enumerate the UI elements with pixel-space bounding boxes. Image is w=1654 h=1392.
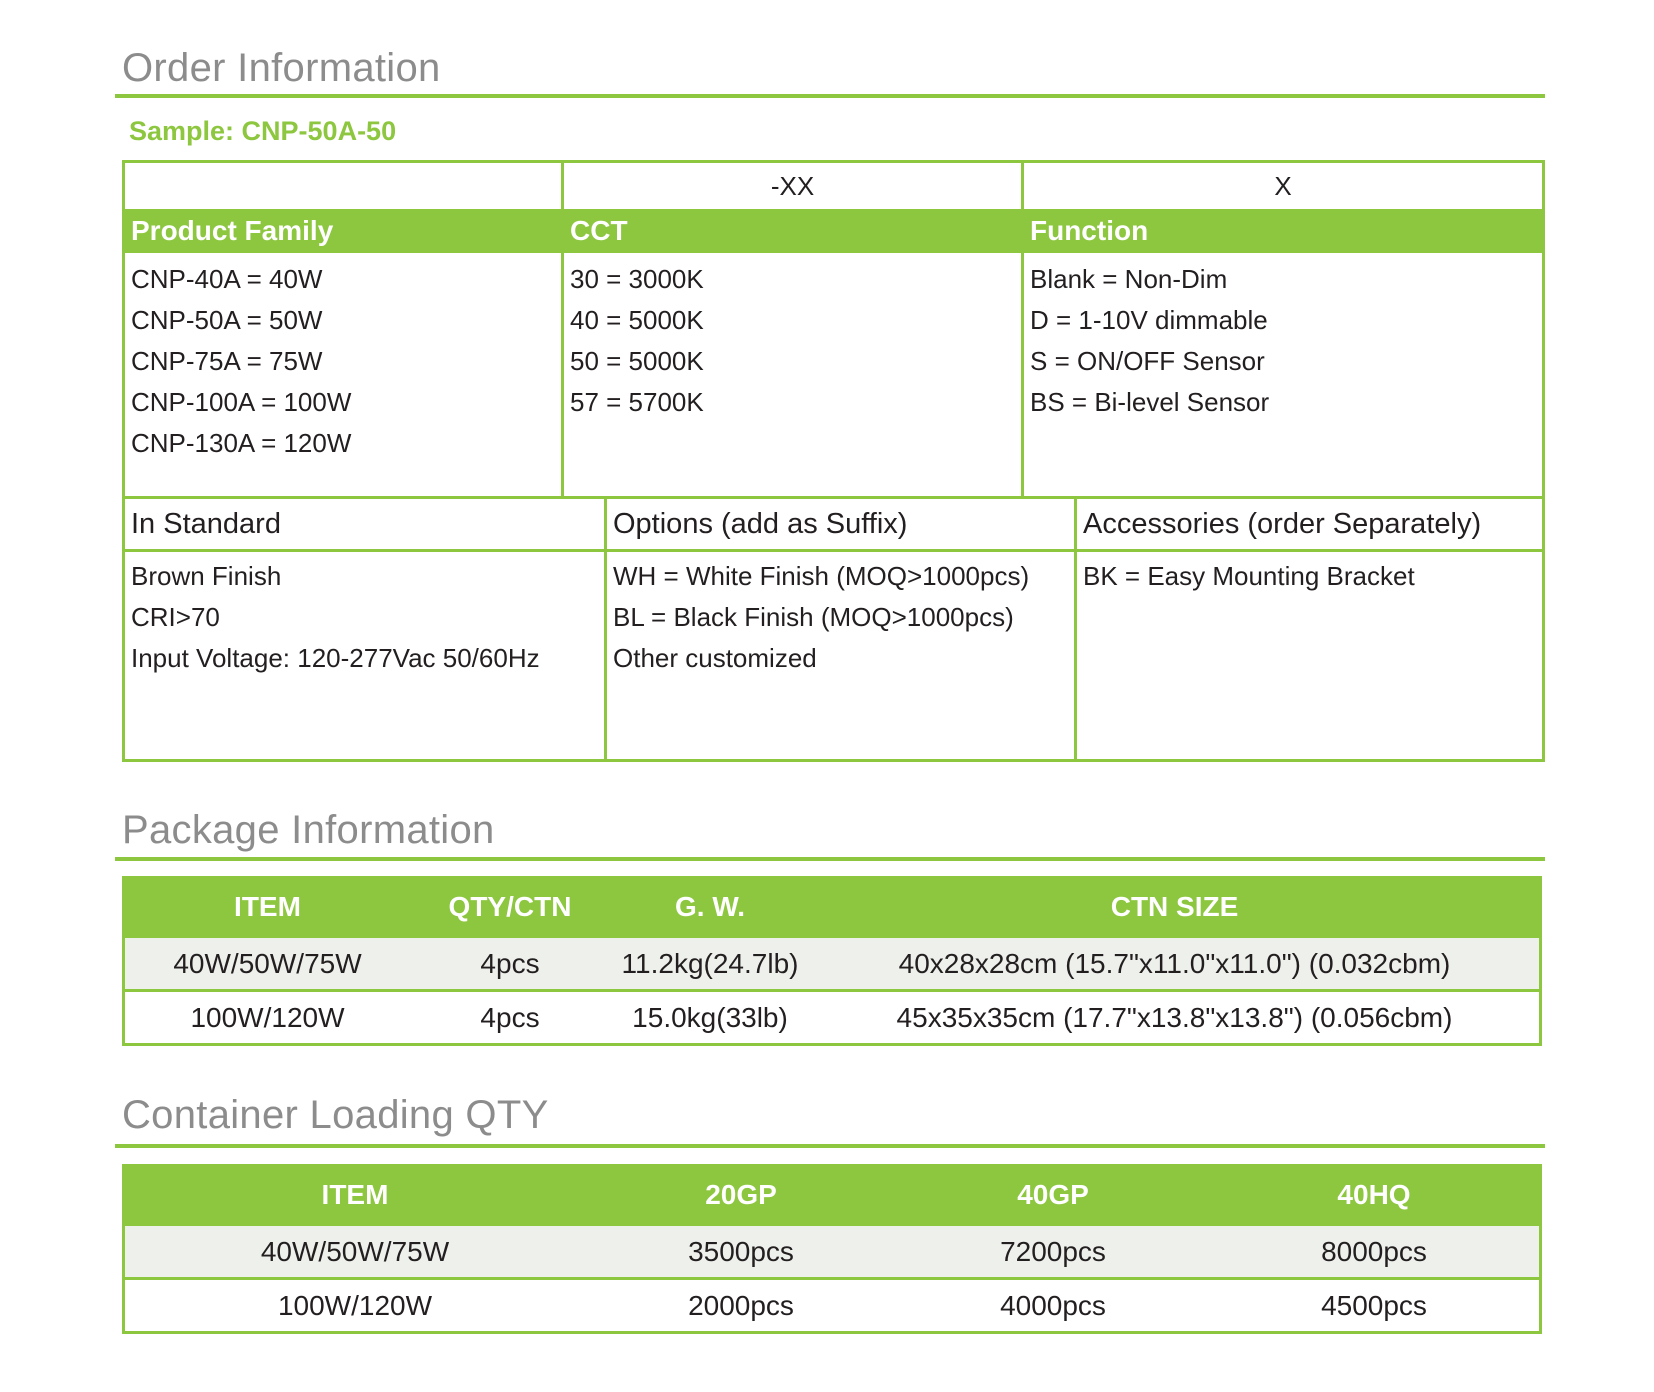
list-item: BL = Black Finish (MOQ>1000pcs) bbox=[613, 602, 1014, 632]
table-cell: 4000pcs bbox=[1000, 1289, 1106, 1321]
list-item: CRI>70 bbox=[131, 602, 220, 632]
divider-family-cct bbox=[561, 163, 564, 499]
table-cell: 8000pcs bbox=[1321, 1235, 1427, 1267]
product-family-list: CNP-40A = 40W CNP-50A = 50W CNP-75A = 75… bbox=[131, 259, 351, 464]
order-information-title: Order Information bbox=[122, 46, 441, 90]
container-header-20gp: 20GP bbox=[705, 1179, 777, 1210]
container-table: ITEM 20GP 40GP 40HQ 40W/50W/75W 3500pcs … bbox=[122, 1164, 1542, 1334]
table-row: 40W/50W/75W 4pcs 11.2kg(24.7lb) 40x28x28… bbox=[125, 935, 1539, 989]
package-header-ctn-size: CTN SIZE bbox=[1110, 891, 1239, 922]
cct-list: 30 = 3000K 40 = 5000K 50 = 5000K 57 = 57… bbox=[570, 259, 704, 423]
sample-code: Sample: CNP-50A-50 bbox=[129, 116, 397, 146]
table-cell: 45x35x35cm (17.7"x13.8"x13.8") (0.056cbm… bbox=[896, 1001, 1453, 1033]
container-header-40hq: 40HQ bbox=[1337, 1179, 1411, 1210]
package-title-rule bbox=[115, 857, 1545, 861]
table-cell: 40W/50W/75W bbox=[260, 1235, 450, 1267]
container-title-rule bbox=[115, 1144, 1545, 1148]
table-cell: 3500pcs bbox=[688, 1235, 794, 1267]
list-item: BK = Easy Mounting Bracket bbox=[1083, 561, 1415, 591]
container-header-40gp: 40GP bbox=[1017, 1179, 1089, 1210]
table-cell: 100W/120W bbox=[277, 1289, 433, 1321]
accessories-list: BK = Easy Mounting Bracket bbox=[1083, 556, 1415, 597]
order-title-rule bbox=[115, 94, 1545, 98]
package-table: ITEM QTY/CTN G. W. CTN SIZE 40W/50W/75W … bbox=[122, 876, 1542, 1046]
code-cell-function: X bbox=[1274, 170, 1292, 201]
code-cell-cct: -XX bbox=[770, 170, 815, 201]
table-cell: 40W/50W/75W bbox=[173, 947, 362, 979]
function-list: Blank = Non-Dim D = 1-10V dimmable S = O… bbox=[1030, 259, 1269, 423]
order-subhead-divider bbox=[125, 549, 1542, 552]
list-item: CNP-50A = 50W bbox=[131, 305, 323, 335]
package-header-gw: G. W. bbox=[675, 891, 745, 922]
product-family-heading: Product Family bbox=[131, 215, 334, 246]
table-row: 100W/120W 4pcs 15.0kg(33lb) 45x35x35cm (… bbox=[125, 989, 1539, 1043]
list-item: 40 = 5000K bbox=[570, 305, 704, 335]
list-item: CNP-40A = 40W bbox=[131, 264, 323, 294]
table-row: 100W/120W 2000pcs 4000pcs 4500pcs bbox=[125, 1277, 1539, 1331]
list-item: CNP-130A = 120W bbox=[131, 428, 352, 458]
order-table: -XX X Product Family CCT Function CNP-40… bbox=[122, 160, 1545, 762]
package-header-qty: QTY/CTN bbox=[448, 891, 572, 922]
list-item: WH = White Finish (MOQ>1000pcs) bbox=[613, 561, 1030, 591]
table-cell: 15.0kg(33lb) bbox=[632, 1001, 788, 1033]
table-row: 40W/50W/75W 3500pcs 7200pcs 8000pcs bbox=[125, 1223, 1539, 1277]
list-item: 57 = 5700K bbox=[570, 387, 704, 417]
order-mid-divider bbox=[125, 496, 1542, 499]
table-cell: 4pcs bbox=[480, 1001, 540, 1033]
list-item: D = 1-10V dimmable bbox=[1030, 305, 1268, 335]
cct-heading: CCT bbox=[570, 215, 628, 246]
package-header-item: ITEM bbox=[234, 891, 301, 922]
container-loading-title: Container Loading QTY bbox=[122, 1093, 549, 1137]
list-item: Brown Finish bbox=[131, 561, 282, 591]
options-list: WH = White Finish (MOQ>1000pcs) BL = Bla… bbox=[613, 556, 1029, 679]
list-item: Blank = Non-Dim bbox=[1030, 264, 1228, 294]
accessories-heading: Accessories (order Separately) bbox=[1083, 507, 1482, 540]
list-item: CNP-75A = 75W bbox=[131, 346, 323, 376]
package-table-header: ITEM QTY/CTN G. W. CTN SIZE bbox=[125, 879, 1539, 935]
container-header-item: ITEM bbox=[321, 1179, 389, 1210]
table-cell: 40x28x28cm (15.7"x11.0"x11.0") (0.032cbm… bbox=[898, 947, 1451, 979]
divider-cct-function bbox=[1021, 163, 1024, 499]
function-heading: Function bbox=[1030, 215, 1149, 246]
table-cell: 4500pcs bbox=[1321, 1289, 1427, 1321]
list-item: Input Voltage: 120-277Vac 50/60Hz bbox=[131, 643, 540, 673]
table-cell: 11.2kg(24.7lb) bbox=[621, 947, 799, 979]
container-table-header: ITEM 20GP 40GP 40HQ bbox=[125, 1167, 1539, 1223]
order-header-band bbox=[125, 209, 1542, 253]
divider-options-accessories bbox=[1074, 499, 1077, 759]
table-cell: 2000pcs bbox=[688, 1289, 794, 1321]
table-cell: 7200pcs bbox=[1000, 1235, 1106, 1267]
divider-standard-options bbox=[604, 499, 607, 759]
list-item: BS = Bi-level Sensor bbox=[1030, 387, 1270, 417]
list-item: CNP-100A = 100W bbox=[131, 387, 352, 417]
in-standard-list: Brown Finish CRI>70 Input Voltage: 120-2… bbox=[131, 556, 540, 679]
list-item: 50 = 5000K bbox=[570, 346, 704, 376]
table-cell: 100W/120W bbox=[190, 1001, 345, 1033]
list-item: Other customized bbox=[613, 643, 817, 673]
code-cell-family bbox=[125, 163, 561, 209]
package-information-title: Package Information bbox=[122, 808, 495, 852]
in-standard-heading: In Standard bbox=[131, 507, 281, 540]
table-cell: 4pcs bbox=[480, 947, 540, 979]
list-item: S = ON/OFF Sensor bbox=[1030, 346, 1265, 376]
list-item: 30 = 3000K bbox=[570, 264, 704, 294]
options-heading: Options (add as Suffix) bbox=[613, 507, 908, 540]
